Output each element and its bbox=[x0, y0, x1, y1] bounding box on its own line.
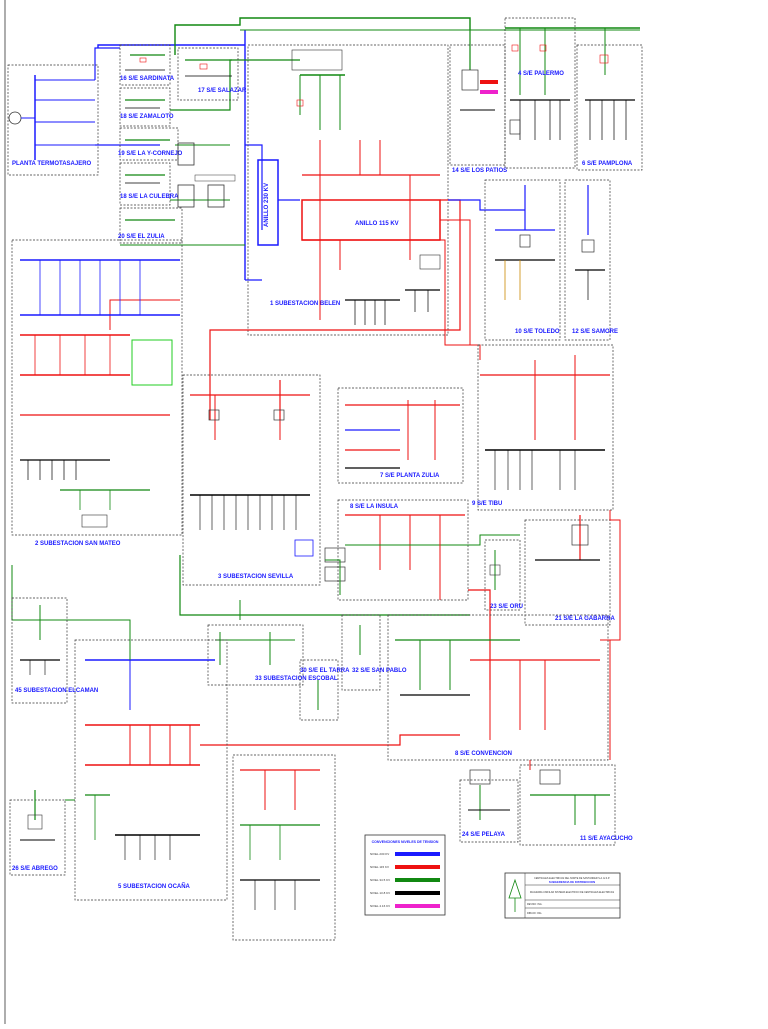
substation-label: 18 S/E ZAMALOTO bbox=[120, 114, 174, 120]
substation-convencion[interactable]: 8 S/E CONVENCION bbox=[387, 614, 609, 761]
title-block: CENTRALES ELECTRICAS DEL NORTE DE SANTAN… bbox=[504, 872, 621, 919]
legend-item-label: NIVEL 4.16 KV bbox=[370, 904, 390, 908]
substation-la-gabarra[interactable]: 21 S/E LA GABARRA bbox=[524, 515, 615, 626]
substation-label: 23 S/E ORU bbox=[490, 604, 523, 610]
substation-la-insula[interactable]: 8 S/E LA INSULA bbox=[324, 499, 469, 601]
substation-zamaloto[interactable]: 18 S/E ZAMALOTO bbox=[119, 87, 174, 127]
legend-item: NIVEL 230 KV bbox=[370, 852, 440, 856]
substation-ayacucho[interactable]: 11 S/E AYACUCHO bbox=[519, 764, 633, 846]
substation-san-mateo[interactable]: 2 SUBESTACION SAN MATEO bbox=[11, 239, 183, 547]
substation-los-patios[interactable]: 14 S/E LOS PATIOS bbox=[449, 30, 507, 174]
substation-el-tarra[interactable]: 30 S/E EL TARRA bbox=[299, 659, 350, 721]
line-34-ocana bbox=[70, 619, 131, 660]
substation-label: 26 S/E ABREGO bbox=[12, 866, 58, 872]
ring-115-label: ANILLO 115 KV bbox=[355, 221, 399, 227]
legend-item: NIVEL 115 KV bbox=[370, 865, 440, 869]
substation-label: 21 S/E LA GABARRA bbox=[555, 616, 615, 622]
substation-pamplona[interactable]: 6 S/E PAMPLONA bbox=[576, 28, 643, 171]
substation-label: 2 SUBESTACION SAN MATEO bbox=[35, 541, 121, 547]
legend-item-label: NIVEL 13.8 KV bbox=[370, 891, 390, 895]
substation-label: 9 S/E TIBU bbox=[472, 501, 502, 507]
substation-samore[interactable]: 12 S/E SAMORE bbox=[564, 179, 618, 341]
lines-115kv bbox=[109, 199, 481, 420]
title-date: DIBUJO: ING. bbox=[527, 912, 542, 915]
lines-34kv-north bbox=[120, 17, 640, 246]
substation-label: 45 SUBESTACION ELCAMAN bbox=[15, 688, 98, 694]
title-revision: REVISO: ING. bbox=[527, 903, 543, 906]
legend-item: NIVEL 13.8 KV bbox=[370, 891, 440, 895]
legend-title: CONVENCIONES NIVELES DE TENSION bbox=[372, 840, 439, 844]
title-desc: DIAGRAMA UNIFILAR SISTEMA ELECTRICO DE C… bbox=[530, 891, 615, 894]
substation-palermo[interactable]: 4 S/E PALERMO bbox=[504, 17, 640, 169]
legend-swatch bbox=[395, 852, 440, 856]
substation-abrego[interactable]: 26 S/E ABREGO bbox=[9, 790, 66, 876]
substation-escobal[interactable]: 33 SUBESTACION ESCOBAL bbox=[207, 624, 338, 686]
substation-south-central[interactable] bbox=[232, 754, 336, 941]
substation-label: 10 S/E TOLEDO bbox=[515, 329, 560, 335]
substation-pelaya[interactable]: 24 S/E PELAYA bbox=[459, 769, 519, 843]
substation-san-pablo[interactable]: 32 S/E SAN PABLO bbox=[341, 614, 407, 691]
substation-ocana[interactable]: 5 SUBESTACION OCAÑA bbox=[74, 639, 228, 901]
ring-230-label: ANILLO 230 KV bbox=[264, 183, 270, 227]
line-230-toledo bbox=[448, 199, 525, 211]
legend-item: NIVEL 4.16 KV bbox=[370, 904, 440, 908]
logo-icon bbox=[508, 878, 522, 899]
substation-label: 30 S/E EL TARRA bbox=[300, 668, 350, 674]
title-company: CENTRALES ELECTRICAS DEL NORTE DE SANTAN… bbox=[534, 877, 610, 880]
substation-el-zulia[interactable]: 20 S/E EL ZULIA bbox=[118, 207, 183, 244]
substation-label: PLANTA TERMOTASAJERO bbox=[12, 161, 92, 167]
legend-swatch bbox=[395, 865, 440, 869]
substation-tibu[interactable]: 9 S/E TIBU bbox=[472, 344, 614, 511]
substation-label: 17 S/E SALAZAR bbox=[198, 88, 247, 94]
substation-label: 4 S/E PALERMO bbox=[518, 71, 564, 77]
substation-label: 8 S/E LA INSULA bbox=[350, 504, 399, 510]
title-dept: SUBGERENCIA DE DISTRIBUCION bbox=[549, 880, 595, 884]
substation-label: 24 S/E PELAYA bbox=[462, 832, 506, 838]
substation-label: 16 S/E SARDINATA bbox=[120, 76, 175, 82]
legend-swatch bbox=[395, 891, 440, 895]
substation-la-culebra[interactable]: 18 S/E LA CULEBRA bbox=[119, 162, 179, 206]
substation-label: 33 SUBESTACION ESCOBAL bbox=[255, 676, 338, 682]
substation-label: 19 S/E LA Y-CORNEJO bbox=[118, 151, 183, 157]
substation-planta-termotasajero[interactable]: PLANTA TERMOTASAJERO bbox=[7, 64, 99, 176]
substation-belen[interactable]: ANILLO 115 KV 1 SUBESTACION BELEN bbox=[247, 44, 449, 336]
legend-item-label: NIVEL 230 KV bbox=[370, 852, 389, 856]
lines-230kv-west bbox=[94, 30, 263, 281]
generator-icon bbox=[8, 111, 22, 125]
substation-label: 8 S/E CONVENCION bbox=[455, 751, 512, 757]
substation-label: 12 S/E SAMORE bbox=[572, 329, 618, 335]
legend: CONVENCIONES NIVELES DE TENSION NIVEL 23… bbox=[364, 834, 446, 916]
line-115-ayacucho-b bbox=[600, 639, 611, 760]
substation-label: 14 S/E LOS PATIOS bbox=[452, 168, 507, 174]
substation-toledo[interactable]: 10 S/E TOLEDO bbox=[484, 179, 561, 341]
substation-label: 1 SUBESTACION BELEN bbox=[270, 301, 340, 307]
ring-230kv[interactable]: ANILLO 230 KV bbox=[257, 159, 300, 246]
substation-elcaman[interactable]: 45 SUBESTACION ELCAMAN bbox=[11, 597, 98, 704]
substation-salazar[interactable]: 17 S/E SALAZAR bbox=[177, 47, 247, 101]
substation-la-ye-cornejo[interactable]: 19 S/E LA Y-CORNEJO bbox=[118, 127, 183, 161]
legend-item: NIVEL 34.5 KV bbox=[370, 878, 440, 882]
legend-item-label: NIVEL 34.5 KV bbox=[370, 878, 390, 882]
substation-label: 5 SUBESTACION OCAÑA bbox=[118, 883, 191, 890]
substation-label: 3 SUBESTACION SEVILLA bbox=[218, 574, 294, 580]
legend-swatch bbox=[395, 878, 440, 882]
transformers-salazar-area bbox=[177, 142, 236, 208]
substation-label: 11 S/E AYACUCHO bbox=[580, 836, 633, 842]
substation-planta-zulia[interactable]: 7 S/E PLANTA ZULIA bbox=[337, 387, 464, 484]
substation-sardinata[interactable]: 16 S/E SARDINATA bbox=[119, 44, 175, 86]
substation-label: 32 S/E SAN PABLO bbox=[352, 668, 407, 674]
legend-swatch bbox=[395, 904, 440, 908]
substation-sevilla[interactable]: 3 SUBESTACION SEVILLA bbox=[182, 374, 321, 586]
substation-label: 18 S/E LA CULEBRA bbox=[120, 194, 179, 200]
substation-label: 7 S/E PLANTA ZULIA bbox=[380, 473, 440, 479]
substation-oru[interactable]: 23 S/E ORU bbox=[484, 539, 523, 611]
substation-label: 6 S/E PAMPLONA bbox=[582, 161, 633, 167]
substation-label: 20 S/E EL ZULIA bbox=[118, 234, 165, 240]
legend-item-label: NIVEL 115 KV bbox=[370, 865, 389, 869]
